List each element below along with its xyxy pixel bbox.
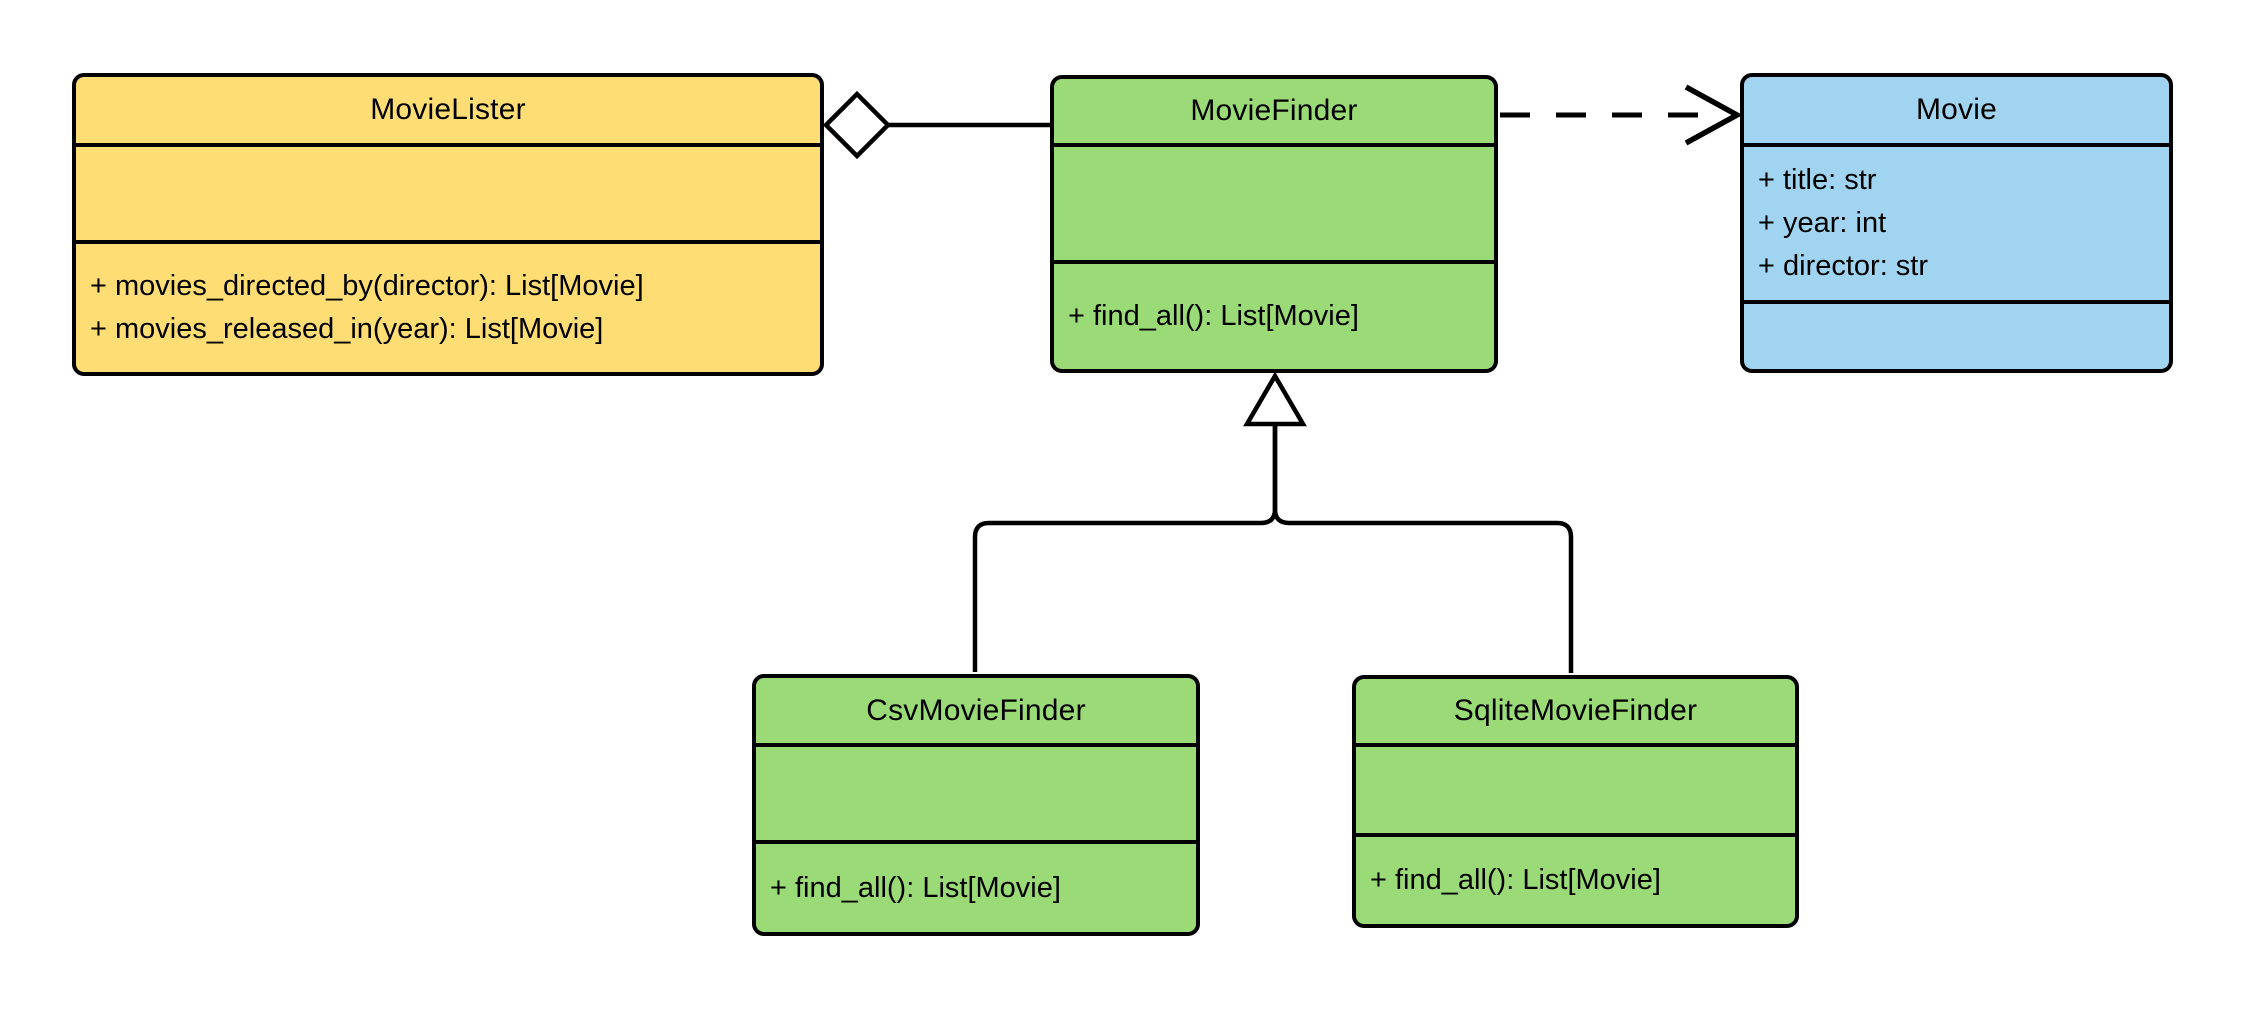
method-entry: + find_all(): List[Movie]: [1068, 300, 1359, 332]
class-name: CsvMovieFinder: [866, 693, 1086, 727]
aggregation-diamond-icon: [822, 90, 892, 160]
class-name: Movie: [1915, 93, 1998, 126]
attributes-compartment: [1356, 743, 1795, 833]
methods-compartment: + find_all(): List[Movie]: [1356, 833, 1795, 924]
methods-compartment: [1744, 300, 2169, 369]
class-movielister: MovieLister + movies_directed_by(directo…: [72, 73, 824, 376]
inheritance-branch-csv: [972, 424, 1278, 672]
attributes-compartment: + title: str + year: int + director: str: [1744, 143, 2169, 300]
method-entry: + find_all(): List[Movie]: [1370, 864, 1661, 896]
methods-compartment: + find_all(): List[Movie]: [1054, 260, 1494, 369]
attribute-entry: + title: str: [1758, 164, 1877, 196]
methods-compartment: + find_all(): List[Movie]: [756, 840, 1196, 932]
inheritance-triangle-icon: [1243, 371, 1307, 427]
attribute-entry: + year: int: [1758, 207, 1887, 239]
class-name: MovieLister: [370, 93, 526, 126]
attributes-compartment: [76, 143, 820, 240]
dependency-open-arrow-icon: [1684, 84, 1743, 146]
method-entry: + movies_released_in(year): List[Movie]: [90, 313, 604, 345]
method-entry: + find_all(): List[Movie]: [770, 871, 1061, 904]
methods-compartment: + movies_directed_by(director): List[Mov…: [76, 240, 820, 372]
attributes-compartment: [1054, 143, 1494, 260]
class-moviefinder: MovieFinder + find_all(): List[Movie]: [1050, 75, 1498, 373]
class-movie: Movie + title: str + year: int + directo…: [1740, 73, 2173, 373]
class-sqlitemoviefinder: SqliteMovieFinder + find_all(): List[Mov…: [1352, 675, 1799, 928]
attribute-entry: + director: str: [1758, 250, 1929, 282]
class-name: MovieFinder: [1190, 94, 1358, 127]
class-name: SqliteMovieFinder: [1453, 694, 1698, 727]
method-entry: + movies_directed_by(director): List[Mov…: [90, 270, 644, 302]
inheritance-branch-sqlite: [1272, 424, 1574, 673]
class-csvmoviefinder: CsvMovieFinder + find_all(): List[Movie]: [752, 674, 1200, 936]
attributes-compartment: [756, 743, 1196, 840]
